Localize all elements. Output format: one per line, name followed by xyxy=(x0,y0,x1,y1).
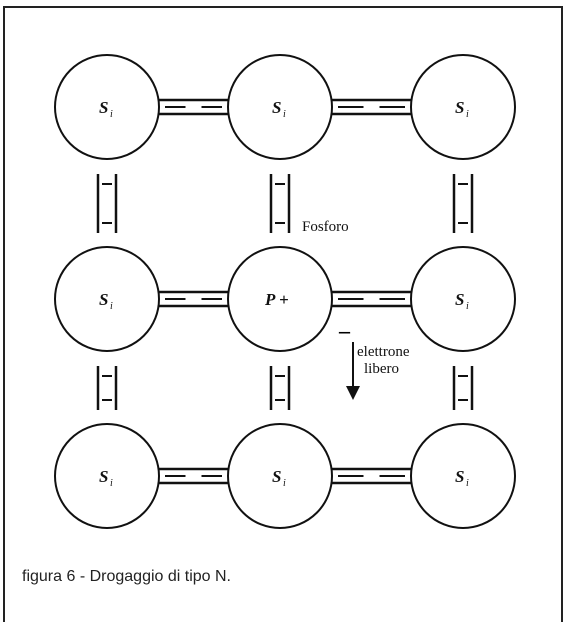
free-electron-arrow xyxy=(346,342,360,400)
atom-subscript: i xyxy=(466,109,469,120)
phosphorus-atom: P + xyxy=(227,246,333,352)
bond-vertical xyxy=(269,366,291,410)
atom-symbol: S xyxy=(455,98,464,117)
bond-horizontal xyxy=(332,290,411,308)
bond-vertical xyxy=(96,174,118,233)
bond-horizontal xyxy=(159,98,228,116)
free-electron-label-line1: elettrone xyxy=(357,344,410,360)
bond-horizontal xyxy=(159,467,228,485)
free-electron-label-line2: libero xyxy=(364,361,399,377)
bond-horizontal xyxy=(332,98,411,116)
bond-vertical xyxy=(452,366,474,410)
atom-symbol: S xyxy=(272,467,281,486)
atom-symbol: S xyxy=(272,98,281,117)
bond-vertical xyxy=(96,366,118,410)
bond-horizontal xyxy=(159,290,228,308)
free-electron-sign: – xyxy=(338,318,351,343)
atom-symbol: S xyxy=(99,98,108,117)
atom-symbol: S xyxy=(99,467,108,486)
atom-subscript: i xyxy=(466,478,469,489)
phosphorus-label: Fosforo xyxy=(302,219,349,235)
bond-vertical xyxy=(269,174,291,233)
atom-symbol: S xyxy=(455,467,464,486)
atom-subscript: i xyxy=(110,109,113,120)
figure-caption: figura 6 - Drogaggio di tipo N. xyxy=(22,568,231,585)
atom-subscript: i xyxy=(283,109,286,120)
atom-symbol: S xyxy=(455,290,464,309)
figure-frame xyxy=(3,6,563,622)
atom-symbol: S xyxy=(99,290,108,309)
bond-horizontal xyxy=(332,467,411,485)
atom-subscript: i xyxy=(110,478,113,489)
atom-subscript: i xyxy=(110,301,113,312)
atom-subscript: i xyxy=(283,478,286,489)
bond-vertical xyxy=(452,174,474,233)
atom-subscript: i xyxy=(466,301,469,312)
covalent-bonds xyxy=(96,98,474,485)
atom-symbol: P + xyxy=(264,290,289,309)
